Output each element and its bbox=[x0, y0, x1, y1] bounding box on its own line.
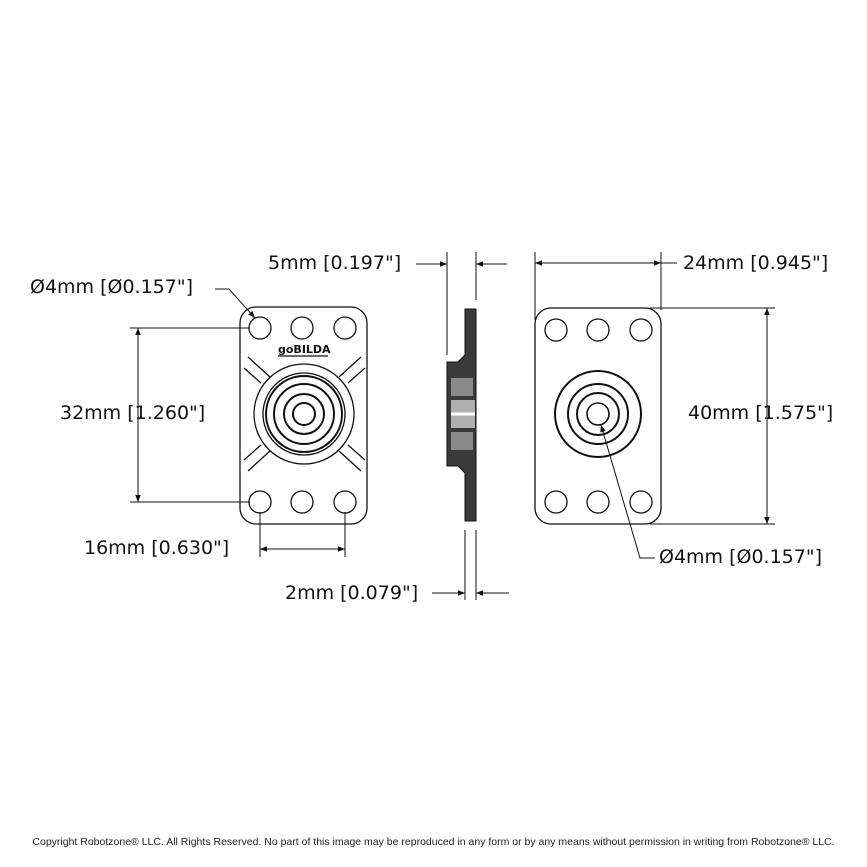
dim-height: 40mm [1.575"] bbox=[688, 402, 834, 424]
side-view bbox=[446, 308, 477, 522]
dim-thickness-top: 5mm [0.197"] bbox=[268, 252, 402, 274]
copyright-footer: Copyright Robotzone® LLC. All Rights Res… bbox=[32, 836, 835, 848]
dim-hole-spacing-vertical: 32mm [1.260"] bbox=[60, 402, 206, 424]
dim-width: 24mm [0.945"] bbox=[683, 252, 829, 274]
front-view: goBILDA bbox=[239, 306, 368, 525]
gobilda-logo: goBILDA bbox=[278, 343, 331, 356]
back-view bbox=[534, 307, 662, 525]
dim-flange-thickness: 2mm [0.079"] bbox=[285, 582, 419, 604]
dim-hole-diameter-left: Ø4mm [Ø0.157"] bbox=[30, 276, 194, 298]
dim-hole-spacing-horizontal: 16mm [0.630"] bbox=[84, 537, 230, 559]
dim-center-bore-diameter: Ø4mm [Ø0.157"] bbox=[659, 546, 823, 568]
